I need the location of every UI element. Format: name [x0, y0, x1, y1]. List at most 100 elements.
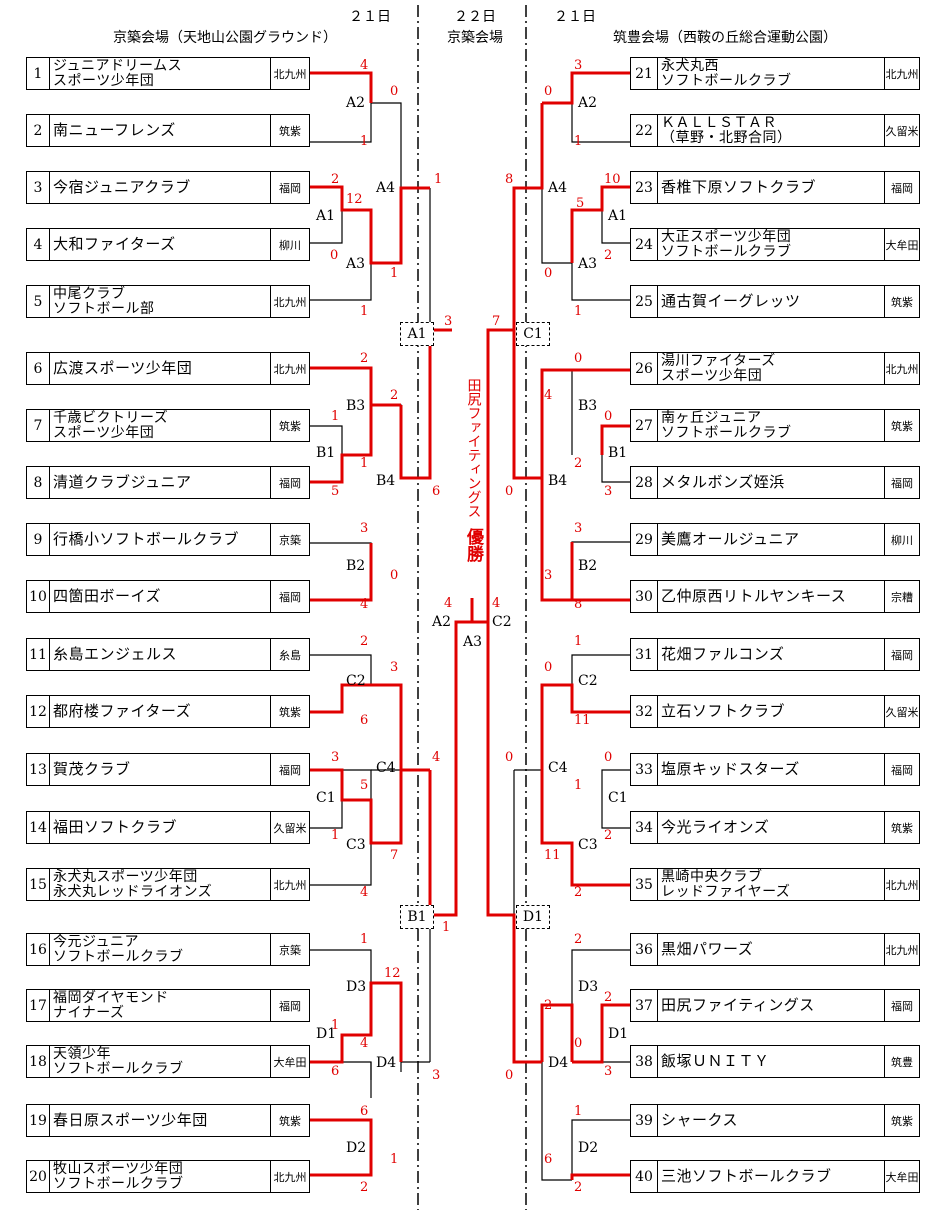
match-label: D4 — [376, 1055, 397, 1071]
score: 5 — [360, 778, 369, 793]
score: 11 — [544, 848, 561, 863]
team-name: 田尻ファイティングス — [661, 996, 815, 1014]
team-number: 5 — [27, 286, 50, 317]
team-name: 牧山スポーツ少年団 ソフトボールクラブ — [53, 1161, 184, 1192]
score: 1 — [390, 1152, 399, 1167]
team-region: 福岡 — [270, 754, 309, 785]
score: 1 — [360, 134, 369, 149]
team-name: メタルボンズ姪浜 — [661, 473, 785, 491]
score: 2 — [360, 634, 369, 649]
match-label: B3 — [578, 398, 598, 414]
match-label: C3 — [578, 837, 598, 853]
match-label: A4 — [548, 180, 568, 196]
box-d1: D1 — [516, 905, 550, 929]
score: 7 — [492, 314, 501, 329]
team-number: 39 — [631, 1105, 658, 1136]
team-name: 塩原キッドスターズ — [661, 760, 800, 778]
team-region: 筑紫 — [884, 410, 919, 441]
team-name: 広渡スポーツ少年団 — [53, 359, 193, 377]
score: 2 — [331, 172, 340, 187]
score: 6 — [360, 1104, 369, 1119]
score: 7 — [390, 848, 399, 863]
score: 12 — [384, 966, 401, 981]
left-day-header: ２１日 — [349, 9, 391, 25]
match-label: B1 — [608, 445, 628, 461]
match-label: A1 — [608, 208, 628, 224]
team-name: 今元ジュニア ソフトボールクラブ — [53, 934, 184, 965]
score: 4 — [360, 1036, 369, 1051]
match-label: B4 — [548, 473, 568, 489]
team-region: 北九州 — [270, 869, 309, 900]
right-venue-header: 筑豊会場（西鞍の丘総合運動公園） — [613, 30, 837, 46]
team-number: 21 — [631, 58, 658, 89]
score: 3 — [574, 58, 583, 73]
team-name: 都府楼ファイターズ — [53, 702, 192, 720]
team-region: 福岡 — [884, 754, 919, 785]
champion-team: 田尻ファイティングス — [465, 378, 482, 518]
score: 1 — [331, 828, 340, 843]
score: 0 — [330, 248, 339, 263]
score: 3 — [544, 568, 553, 583]
team-name: 清道クラブジュニア — [53, 473, 192, 491]
team-region: 大牟田 — [884, 1161, 919, 1192]
team-name: 南ヶ丘ジュニア ソフトボールクラブ — [661, 410, 792, 441]
team-number: 27 — [631, 410, 658, 441]
score: 0 — [505, 1068, 514, 1083]
team-name: 中尾クラブ ソフトボール部 — [53, 286, 155, 317]
team-number: 20 — [27, 1161, 50, 1192]
team-number: 33 — [631, 754, 658, 785]
team-name: 花畑ファルコンズ — [661, 645, 785, 663]
match-label: A2 — [346, 95, 366, 111]
right-day-header: ２１日 — [554, 9, 596, 25]
score: 3 — [432, 1068, 441, 1083]
score: 6 — [432, 484, 441, 499]
score: 1 — [574, 134, 583, 149]
score: 1 — [360, 456, 369, 471]
score: 3 — [604, 1064, 613, 1079]
team-region: 北九州 — [270, 58, 309, 89]
team-number: 9 — [27, 524, 50, 555]
team-region: 福岡 — [884, 639, 919, 670]
match-label: C2 — [346, 673, 366, 689]
score: 2 — [604, 248, 613, 263]
score: 3 — [444, 314, 453, 329]
team-number: 17 — [27, 990, 50, 1021]
score: 0 — [604, 750, 613, 765]
match-label: A3 — [463, 634, 483, 650]
team-number: 26 — [631, 353, 658, 384]
match-label: D3 — [578, 979, 599, 995]
score: 2 — [604, 828, 613, 843]
match-label: C4 — [548, 760, 568, 776]
team-number: 36 — [631, 934, 658, 965]
team-name: 美鷹オールジュニア — [661, 530, 800, 548]
score: 0 — [604, 409, 613, 424]
match-label: B1 — [316, 445, 336, 461]
team-name: 永犬丸西 ソフトボールクラブ — [661, 58, 792, 89]
team-region: 北九州 — [884, 353, 919, 384]
team-name: 南ニューフレンズ — [53, 121, 176, 139]
team-name: 香椎下原ソフトクラブ — [661, 178, 817, 196]
team-number: 14 — [27, 812, 50, 843]
score: 0 — [544, 266, 553, 281]
match-label: A4 — [376, 180, 396, 196]
team-name: 湯川ファイターズ スポーツ少年団 — [661, 353, 776, 384]
score: 4 — [360, 885, 369, 900]
team-region: 久留米 — [884, 115, 919, 146]
